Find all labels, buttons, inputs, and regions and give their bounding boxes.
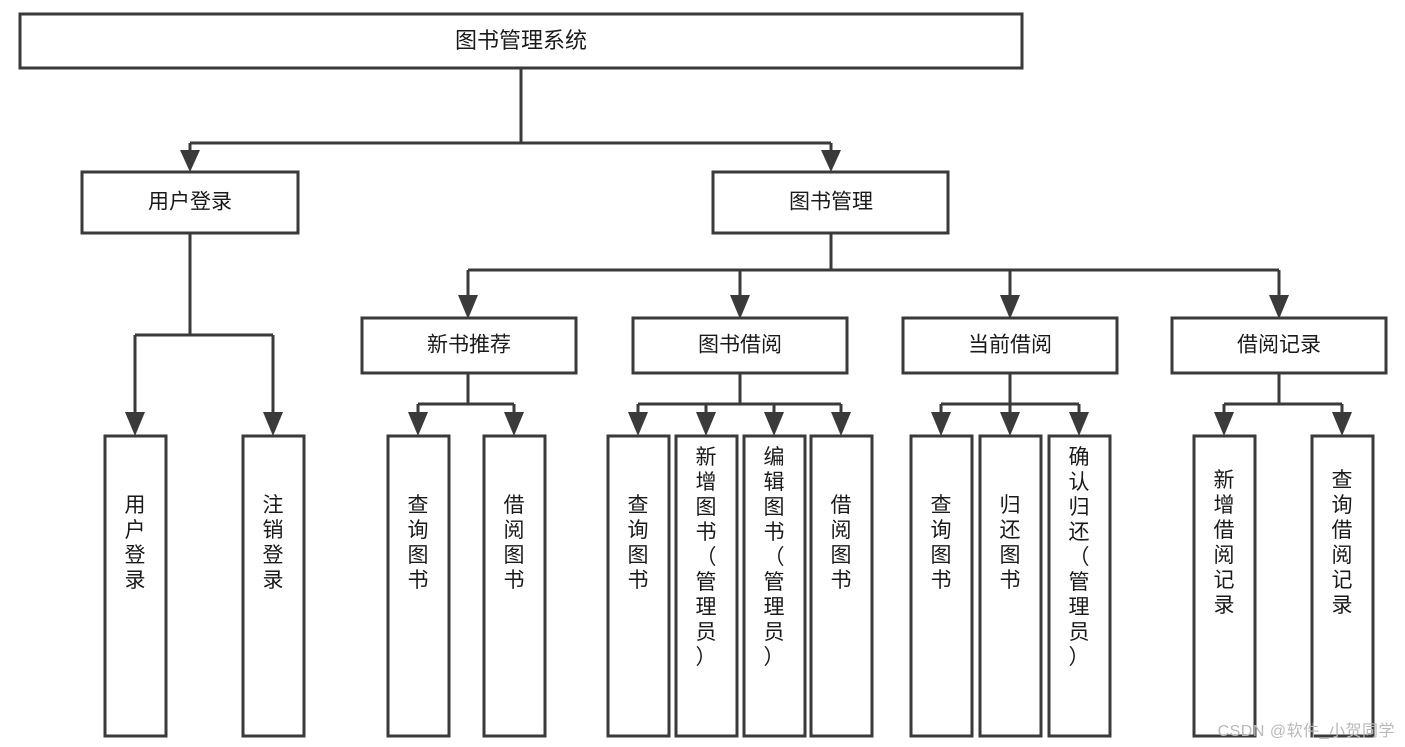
node-current-borrow-box[interactable]: [901, 316, 1119, 375]
leaf-box-1[interactable]: [103, 434, 168, 738]
node-current-borrow-label: 当前借阅: [968, 334, 1052, 357]
node-user-login-box[interactable]: [80, 170, 300, 235]
node-borrow-record[interactable]: 借阅记录: [1170, 316, 1388, 375]
arrowhead-leaf-10: [1000, 412, 1020, 436]
leaf-node[interactable]: 查询借阅记录: [1310, 434, 1375, 738]
arrowhead-leaf-9: [931, 412, 951, 436]
node-book-borrow-label: 图书借阅: [698, 334, 782, 357]
arrowhead-new-book: [458, 295, 478, 319]
node-borrow-record-label: 借阅记录: [1237, 334, 1321, 357]
leaf-box-4[interactable]: [482, 434, 547, 738]
leaf-label-2: 注销登录: [263, 494, 284, 592]
leaf-label-3: 查询图书: [408, 494, 429, 592]
node-root-label: 图书管理系统: [455, 28, 587, 53]
node-new-book-recommend-label: 新书推荐: [427, 334, 511, 357]
leaf-node[interactable]: 查询图书: [909, 434, 974, 738]
arrowhead-current-borrow: [1000, 295, 1020, 319]
arrowhead-leaf-5: [628, 412, 648, 436]
node-root-box[interactable]: [18, 12, 1024, 70]
leaf-box-7[interactable]: [742, 434, 807, 738]
arrowhead-borrow-record: [1269, 295, 1289, 319]
leaf-box-6[interactable]: [674, 434, 739, 738]
arrowhead-leaf-3: [408, 412, 428, 436]
leaf-node[interactable]: 新增图书（管理员）: [674, 434, 739, 738]
node-borrow-record-box[interactable]: [1170, 316, 1388, 375]
leaf-node[interactable]: 查询图书: [386, 434, 451, 738]
leaf-label-6: 新增图书（管理员）: [696, 446, 717, 669]
leaf-label-8: 借阅图书: [831, 494, 852, 592]
leaf-label-12: 新增借阅记录: [1214, 469, 1235, 617]
leaf-box-13[interactable]: [1310, 434, 1375, 738]
arrowhead-leaf-11: [1069, 412, 1089, 436]
leaf-label-5: 查询图书: [628, 494, 649, 592]
node-book-management[interactable]: 图书管理: [711, 170, 950, 235]
arrowhead-leaf-8: [831, 412, 851, 436]
node-book-borrow[interactable]: 图书借阅: [631, 316, 849, 375]
leaf-label-7: 编辑图书（管理员）: [764, 446, 785, 669]
arrowhead-leaf-12: [1214, 412, 1234, 436]
leaf-box-9[interactable]: [909, 434, 974, 738]
leaf-node[interactable]: 查询图书: [606, 434, 671, 738]
node-user-login[interactable]: 用户登录: [80, 170, 300, 235]
arrowhead-leaf-7: [764, 412, 784, 436]
arrowhead-leaf-6: [696, 412, 716, 436]
node-new-book-recommend-box[interactable]: [360, 316, 578, 375]
leaf-node[interactable]: 借阅图书: [482, 434, 547, 738]
node-root[interactable]: 图书管理系统: [18, 12, 1024, 70]
arrowhead-leaf-4: [504, 412, 524, 436]
arrowhead-leaf-2: [263, 412, 283, 436]
arrowhead-user-login: [180, 150, 200, 172]
leaf-label-13: 查询借阅记录: [1332, 469, 1353, 617]
leaf-node[interactable]: 编辑图书（管理员）: [742, 434, 807, 738]
node-current-borrow[interactable]: 当前借阅: [901, 316, 1119, 375]
arrowhead-leaf-1: [125, 412, 145, 436]
leaf-node[interactable]: 借阅图书: [809, 434, 874, 738]
leaf-label-9: 查询图书: [931, 494, 952, 592]
leaf-box-10[interactable]: [978, 434, 1043, 738]
arrowhead-book-borrow: [730, 295, 750, 319]
node-book-borrow-box[interactable]: [631, 316, 849, 375]
leaf-label-4: 借阅图书: [504, 494, 525, 592]
leaf-box-3[interactable]: [386, 434, 451, 738]
leaf-node[interactable]: 注销登录: [241, 434, 306, 738]
leaf-box-8[interactable]: [809, 434, 874, 738]
leaf-node[interactable]: 确认归还（管理员）: [1047, 434, 1112, 738]
node-book-management-label: 图书管理: [789, 191, 873, 214]
connector-layer: [125, 68, 1352, 436]
node-new-book-recommend[interactable]: 新书推荐: [360, 316, 578, 375]
leaf-label-10: 归还图书: [1000, 494, 1021, 592]
leaf-node[interactable]: 用户登录: [103, 434, 168, 738]
leaf-node[interactable]: 归还图书: [978, 434, 1043, 738]
arrowhead-leaf-13: [1332, 412, 1352, 436]
node-user-login-label: 用户登录: [148, 191, 232, 214]
leaf-label-1: 用户登录: [125, 494, 146, 592]
leaf-box-2[interactable]: [241, 434, 306, 738]
leaf-node[interactable]: 新增借阅记录: [1192, 434, 1257, 738]
leaf-box-11[interactable]: [1047, 434, 1112, 738]
node-book-management-box[interactable]: [711, 170, 950, 235]
arrowhead-book-mgmt: [821, 150, 841, 172]
leaf-box-5[interactable]: [606, 434, 671, 738]
leaf-label-11: 确认归还（管理员）: [1069, 446, 1090, 669]
leaf-box-12[interactable]: [1192, 434, 1257, 738]
